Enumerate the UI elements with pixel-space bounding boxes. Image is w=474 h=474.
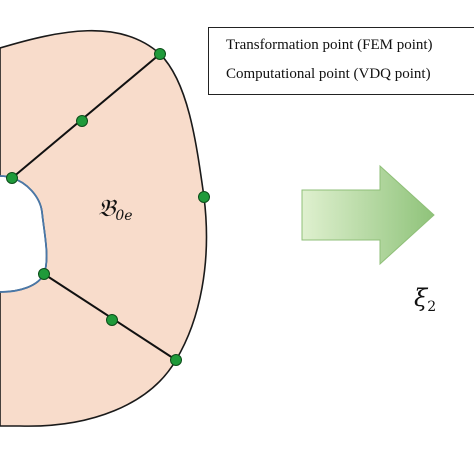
mapping-arrow	[301, 164, 435, 266]
node-inner-bottom	[38, 268, 50, 280]
legend-box: Transformation point (FEM point) Computa…	[208, 27, 474, 95]
xi-symbol: ξ	[414, 284, 428, 312]
region-label-subscript: 0e	[115, 208, 133, 224]
region-label: 𝔅0e	[98, 194, 133, 224]
upper-radial-edge	[11, 53, 161, 179]
node-upper-mid	[76, 115, 88, 127]
legend-computational-point: Computational point (VDQ point)	[226, 66, 431, 82]
xi2-axis-label: ξ2	[414, 284, 437, 315]
node-lower-mid	[106, 314, 118, 326]
xi-subscript: 2	[427, 299, 437, 315]
node-inner-top	[6, 172, 18, 184]
node-outer-top	[154, 48, 166, 60]
node-outer-mid	[198, 191, 210, 203]
region-label-symbol: 𝔅	[98, 194, 116, 222]
node-outer-bottom	[170, 354, 182, 366]
physical-element-region	[0, 29, 208, 427]
legend-transformation-point: Transformation point (FEM point)	[226, 37, 433, 53]
